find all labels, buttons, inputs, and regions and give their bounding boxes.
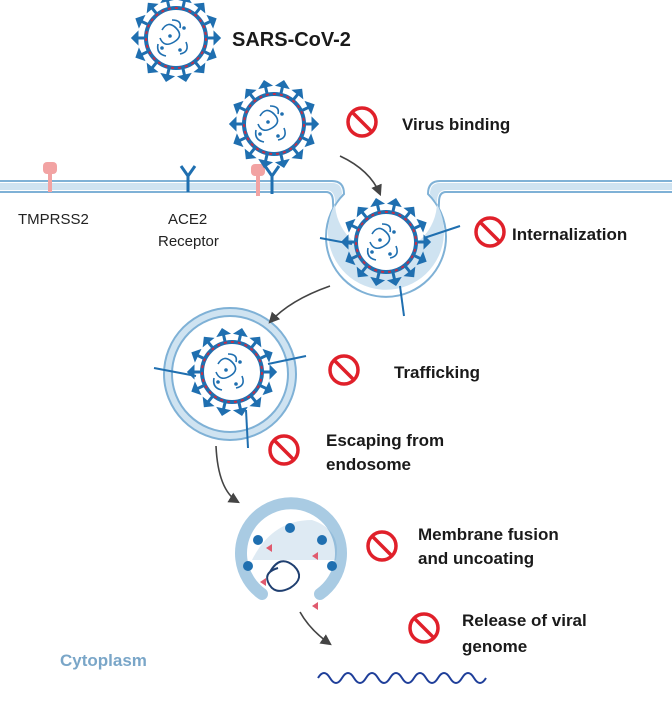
step-fusion-line2: and uncoating [418, 549, 534, 568]
receptor-label: Receptor [158, 233, 219, 250]
step-escaping-line2: endosome [326, 455, 411, 474]
tmprss2-icon [43, 162, 57, 192]
arrow-icon [299, 611, 332, 646]
tmprss2-label: TMPRSS2 [18, 211, 89, 228]
cytoplasm-label: Cytoplasm [60, 651, 147, 670]
inhibit-icon [328, 354, 360, 386]
step-release-line1: Release of viral [462, 611, 587, 630]
inhibit-icon [346, 106, 378, 138]
tmprss2-icon [251, 164, 265, 196]
step-escaping-line1: Escaping from [326, 431, 444, 450]
ace2-receptor-icon [179, 165, 197, 192]
virus-icon [131, 0, 221, 82]
diagram-title: SARS-CoV-2 [232, 29, 351, 51]
arrow-icon [215, 445, 240, 504]
rna-genome-icon [317, 672, 487, 684]
virus-icon [229, 80, 319, 168]
step-virus-binding: Virus binding [402, 115, 510, 134]
inhibit-icon [366, 530, 398, 562]
arrow-icon [268, 285, 331, 324]
inhibit-icon [408, 612, 440, 644]
inhibit-icon [268, 434, 300, 466]
step-fusion-line1: Membrane fusion [418, 525, 559, 544]
receptor-stalk [319, 225, 461, 317]
inhibit-icon [474, 216, 506, 248]
arrow-icon [339, 155, 382, 197]
fusion-vesicle [235, 497, 347, 610]
receptor-stalk [153, 355, 307, 449]
step-internalization: Internalization [512, 225, 627, 244]
step-release-line2: genome [462, 637, 527, 656]
ace2-receptor-icon [263, 165, 281, 194]
ace2-label: ACE2 [168, 211, 207, 228]
step-trafficking: Trafficking [394, 363, 480, 382]
